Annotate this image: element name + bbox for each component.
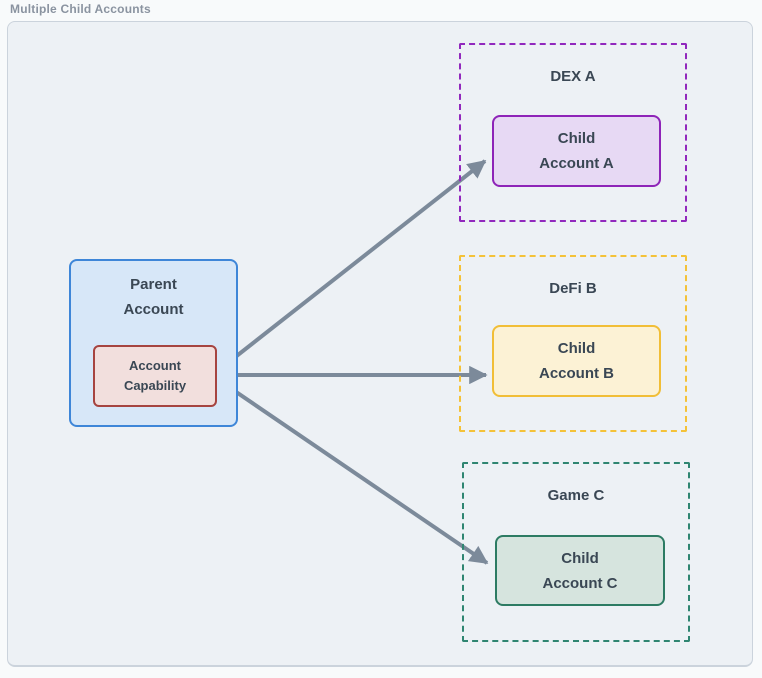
child-account-b-node: Child Account B (492, 325, 661, 397)
group-game-c: Game C Child Account C (462, 462, 690, 642)
figure-title: Multiple Child Accounts (10, 2, 151, 16)
parent-account-node: Parent Account Account Capability (69, 259, 238, 427)
group-game-c-label: Game C (547, 487, 605, 504)
group-defi-b: DeFi B Child Account B (459, 255, 687, 432)
child-account-c-node: Child Account C (495, 535, 665, 606)
parent-account-label: Parent Account (123, 276, 184, 318)
account-capability-node: Account Capability (93, 345, 217, 407)
child-account-a-node: Child Account A (492, 115, 661, 187)
group-dex-a-label: DEX A (550, 68, 596, 85)
group-defi-b-label: DeFi B (549, 280, 597, 297)
group-dex-a: DEX A Child Account A (459, 43, 687, 222)
